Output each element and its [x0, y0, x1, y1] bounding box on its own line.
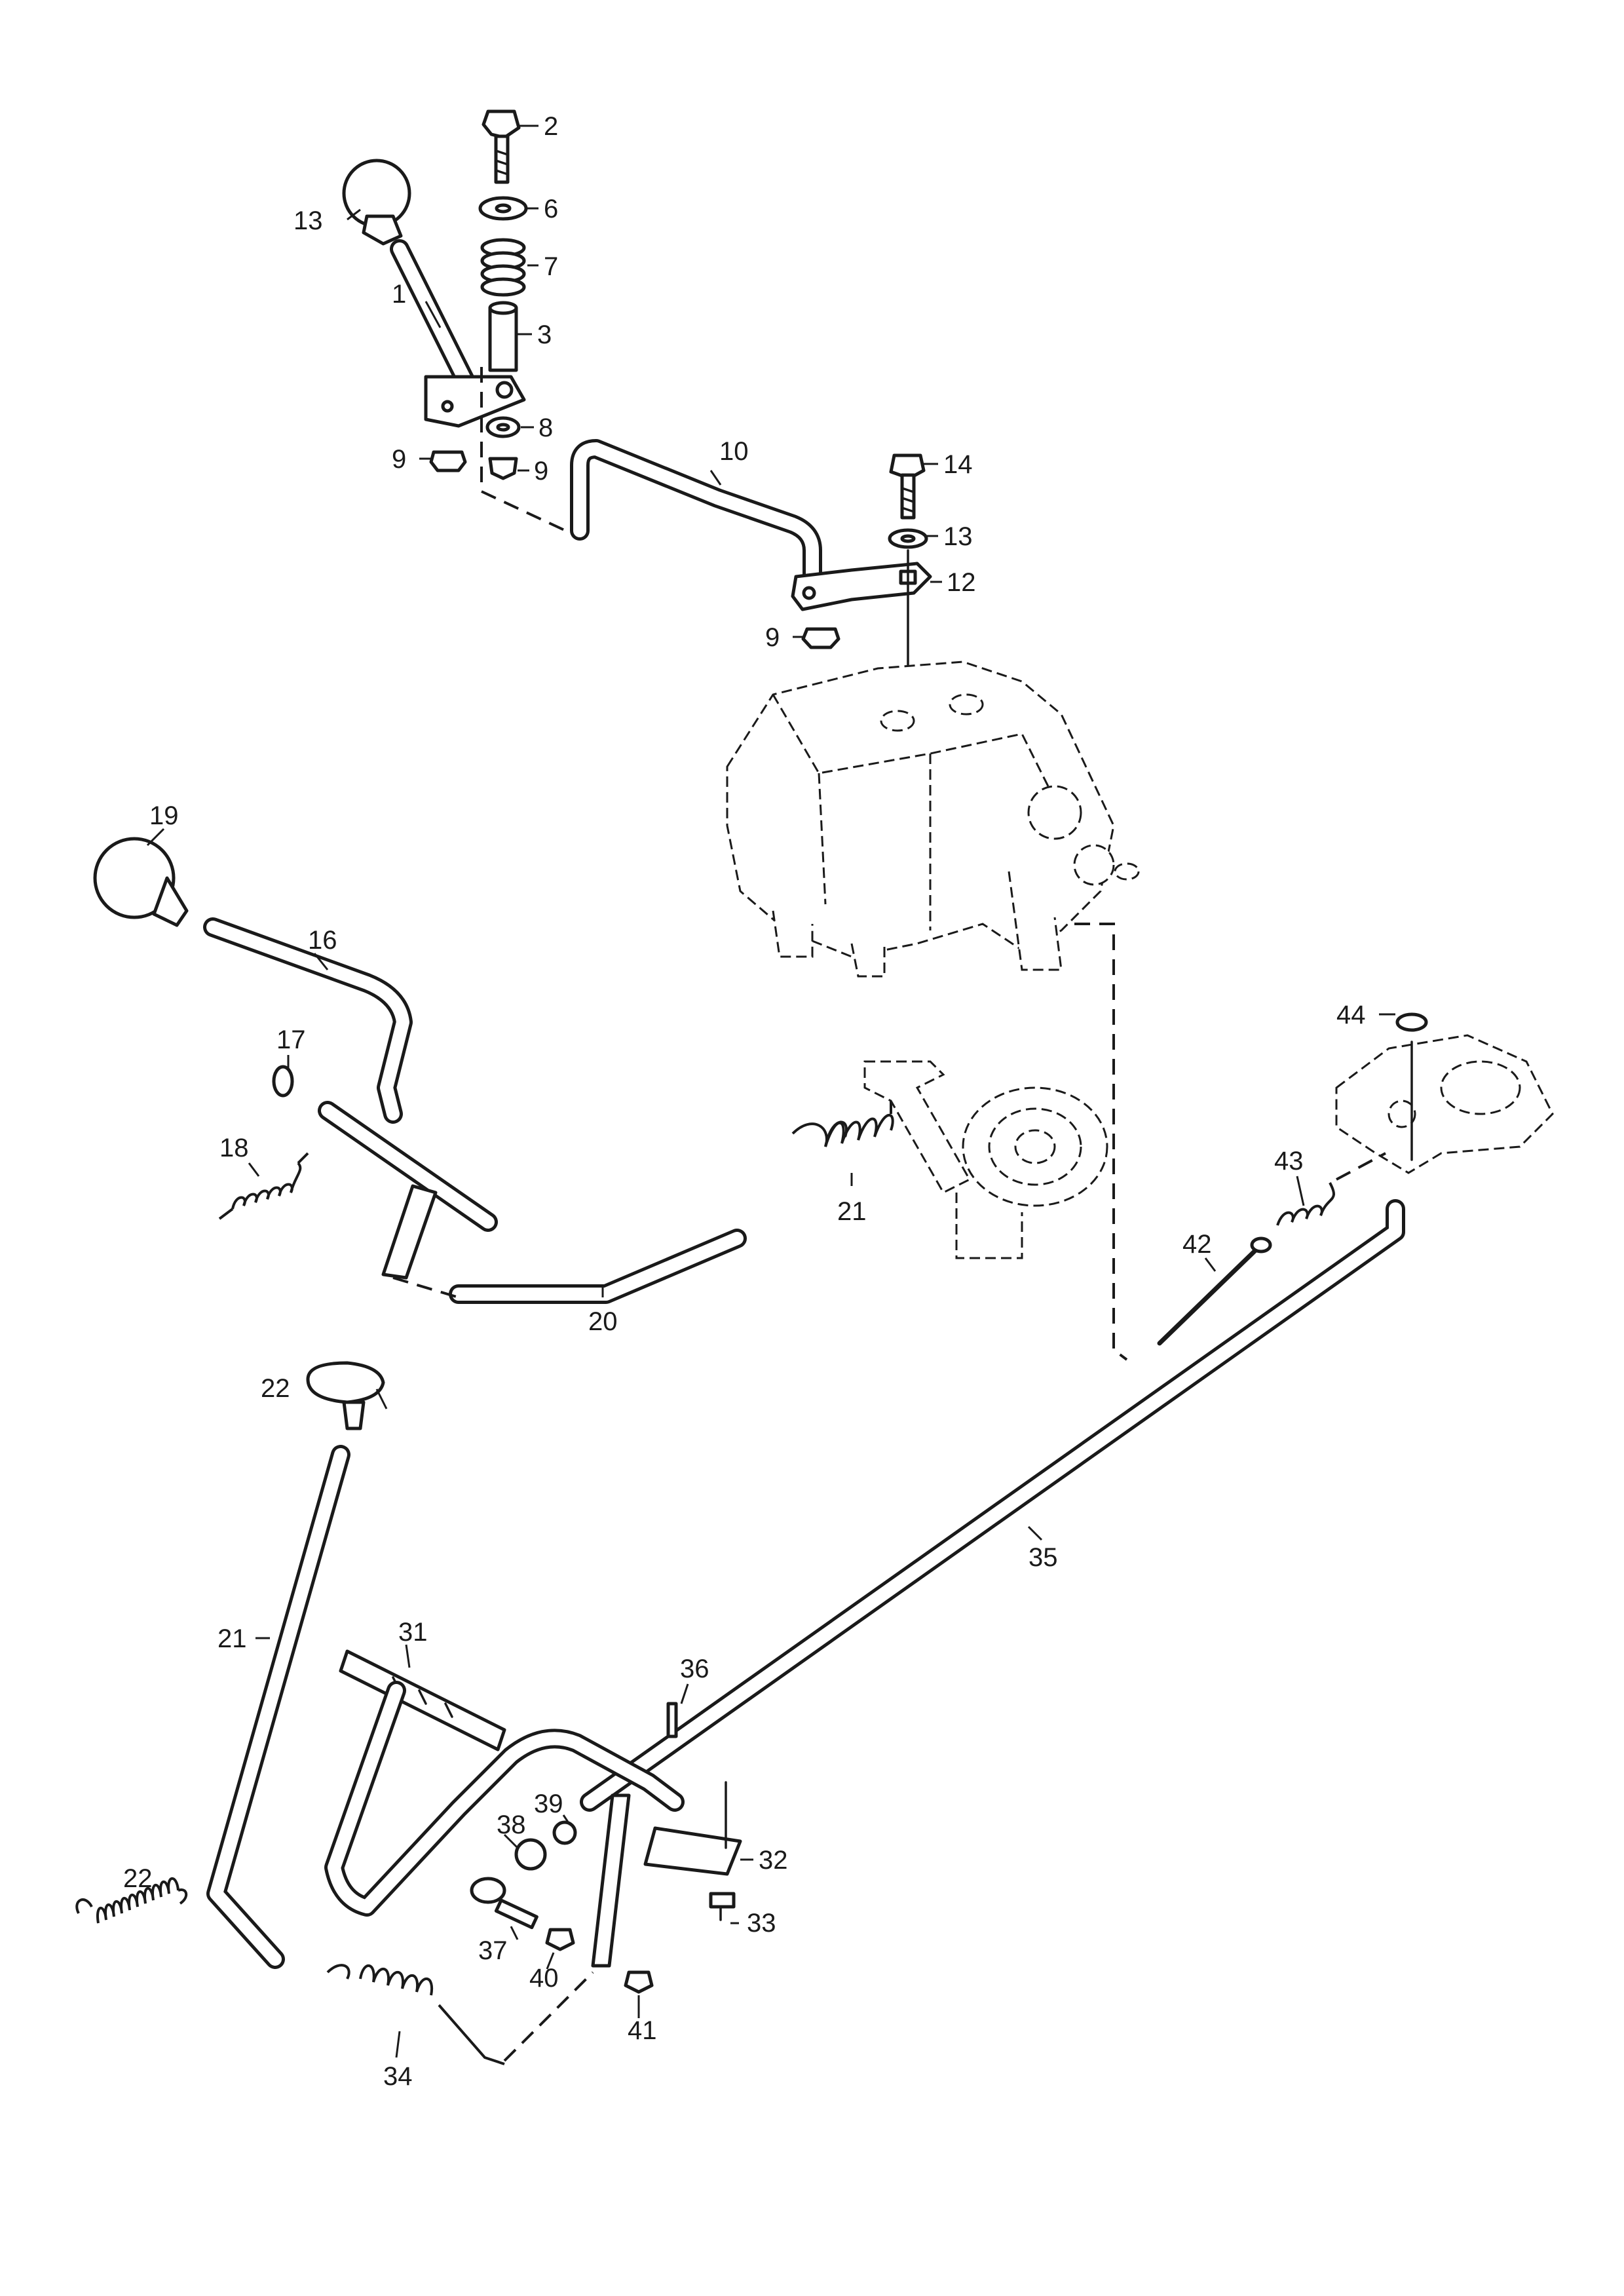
callout-3: 3: [537, 320, 552, 349]
return-spring: [326, 1964, 505, 2065]
callout-labels: 2 6 7 3 8 9 9 1 13 10 14 13 12 9 19 16 1…: [123, 112, 1366, 2091]
callout-32: 32: [759, 1846, 788, 1875]
callout-43: 43: [1274, 1147, 1304, 1176]
shift-rod: [570, 439, 822, 586]
mounting-bracket: [643, 1826, 742, 1876]
callout-22: 22: [261, 1374, 290, 1403]
bolt: [889, 453, 926, 520]
callout-2: 2: [544, 112, 558, 141]
tension-spring: [1276, 1182, 1335, 1226]
callout-39: 39: [534, 1789, 563, 1818]
callout-15: 17: [276, 1025, 306, 1054]
speed-lever: [93, 837, 413, 1124]
callout-36: 36: [680, 1655, 709, 1683]
callout-9b: 9: [765, 623, 780, 652]
lift-knob: [306, 1361, 385, 1430]
callout-44: 44: [1336, 1001, 1366, 1029]
transmission-housing: [726, 660, 1140, 978]
callout-6: 8: [538, 413, 553, 442]
idler-arm: [1335, 1034, 1554, 1174]
link-rod: [449, 1229, 747, 1304]
bushing: [514, 1838, 547, 1871]
callout-16: 18: [219, 1134, 249, 1162]
callout-18: 20: [588, 1307, 618, 1336]
lever-arm: [381, 1184, 438, 1280]
callout-5: 7: [544, 252, 558, 281]
tension-spring: [791, 1113, 894, 1147]
shift-arm: [791, 562, 932, 611]
pin: [666, 1702, 678, 1738]
callout-8: 10: [719, 437, 749, 466]
spring-hook-rod: [1157, 1236, 1272, 1346]
nut: [624, 1970, 654, 1994]
callout-9: 9: [392, 445, 406, 474]
callout-35: 35: [1029, 1543, 1058, 1572]
lock-nut: [429, 450, 467, 472]
lock-nut: [1395, 1012, 1428, 1032]
brake-pedal: [324, 1649, 685, 1917]
pedal-arm: [591, 1793, 631, 1968]
callout-11: 13: [943, 522, 973, 551]
clutch-rod: [580, 1199, 1405, 1812]
pivot-shaft: [318, 1101, 498, 1232]
callout-14: 16: [308, 926, 337, 955]
callout-42: 42: [1182, 1230, 1212, 1259]
callout-7: 9: [534, 457, 548, 486]
callout-10: 12: [947, 568, 976, 597]
washer: [552, 1820, 577, 1845]
eye-bolt: [470, 1877, 538, 1930]
callout-20: 21: [217, 1624, 247, 1653]
callout-4: 6: [544, 195, 558, 223]
callout-33: 33: [747, 1909, 776, 1938]
compression-spring: [480, 238, 526, 297]
callout-38: 38: [497, 1810, 526, 1839]
lock-nut: [801, 627, 840, 649]
nut: [545, 1928, 575, 1951]
nut: [488, 457, 518, 480]
callout-21: 22: [123, 1864, 153, 1893]
callout-34: 34: [383, 2062, 413, 2091]
lift-rod: [206, 1445, 350, 1969]
callout-leaders: [146, 124, 1395, 2058]
callout-19: 21: [837, 1197, 867, 1226]
callout-12: 14: [943, 450, 973, 479]
tension-spring: [75, 1877, 188, 1924]
callout-31: 31: [398, 1618, 428, 1647]
callout-40: 40: [529, 1964, 559, 1993]
speed-lever-knob: [93, 837, 176, 919]
washer: [272, 1065, 294, 1098]
tension-spring: [218, 1152, 309, 1220]
bolt: [709, 1892, 736, 1909]
callout-1: 1: [392, 280, 406, 309]
idler-pulley-bracket: [863, 1060, 1108, 1259]
callout-37: 37: [478, 1936, 508, 1965]
callout-41: 41: [628, 2016, 657, 2045]
callout-13: 13: [293, 206, 323, 235]
spacer-tube: [488, 301, 518, 372]
bolt: [482, 109, 521, 184]
callout-17: 19: [149, 801, 179, 830]
